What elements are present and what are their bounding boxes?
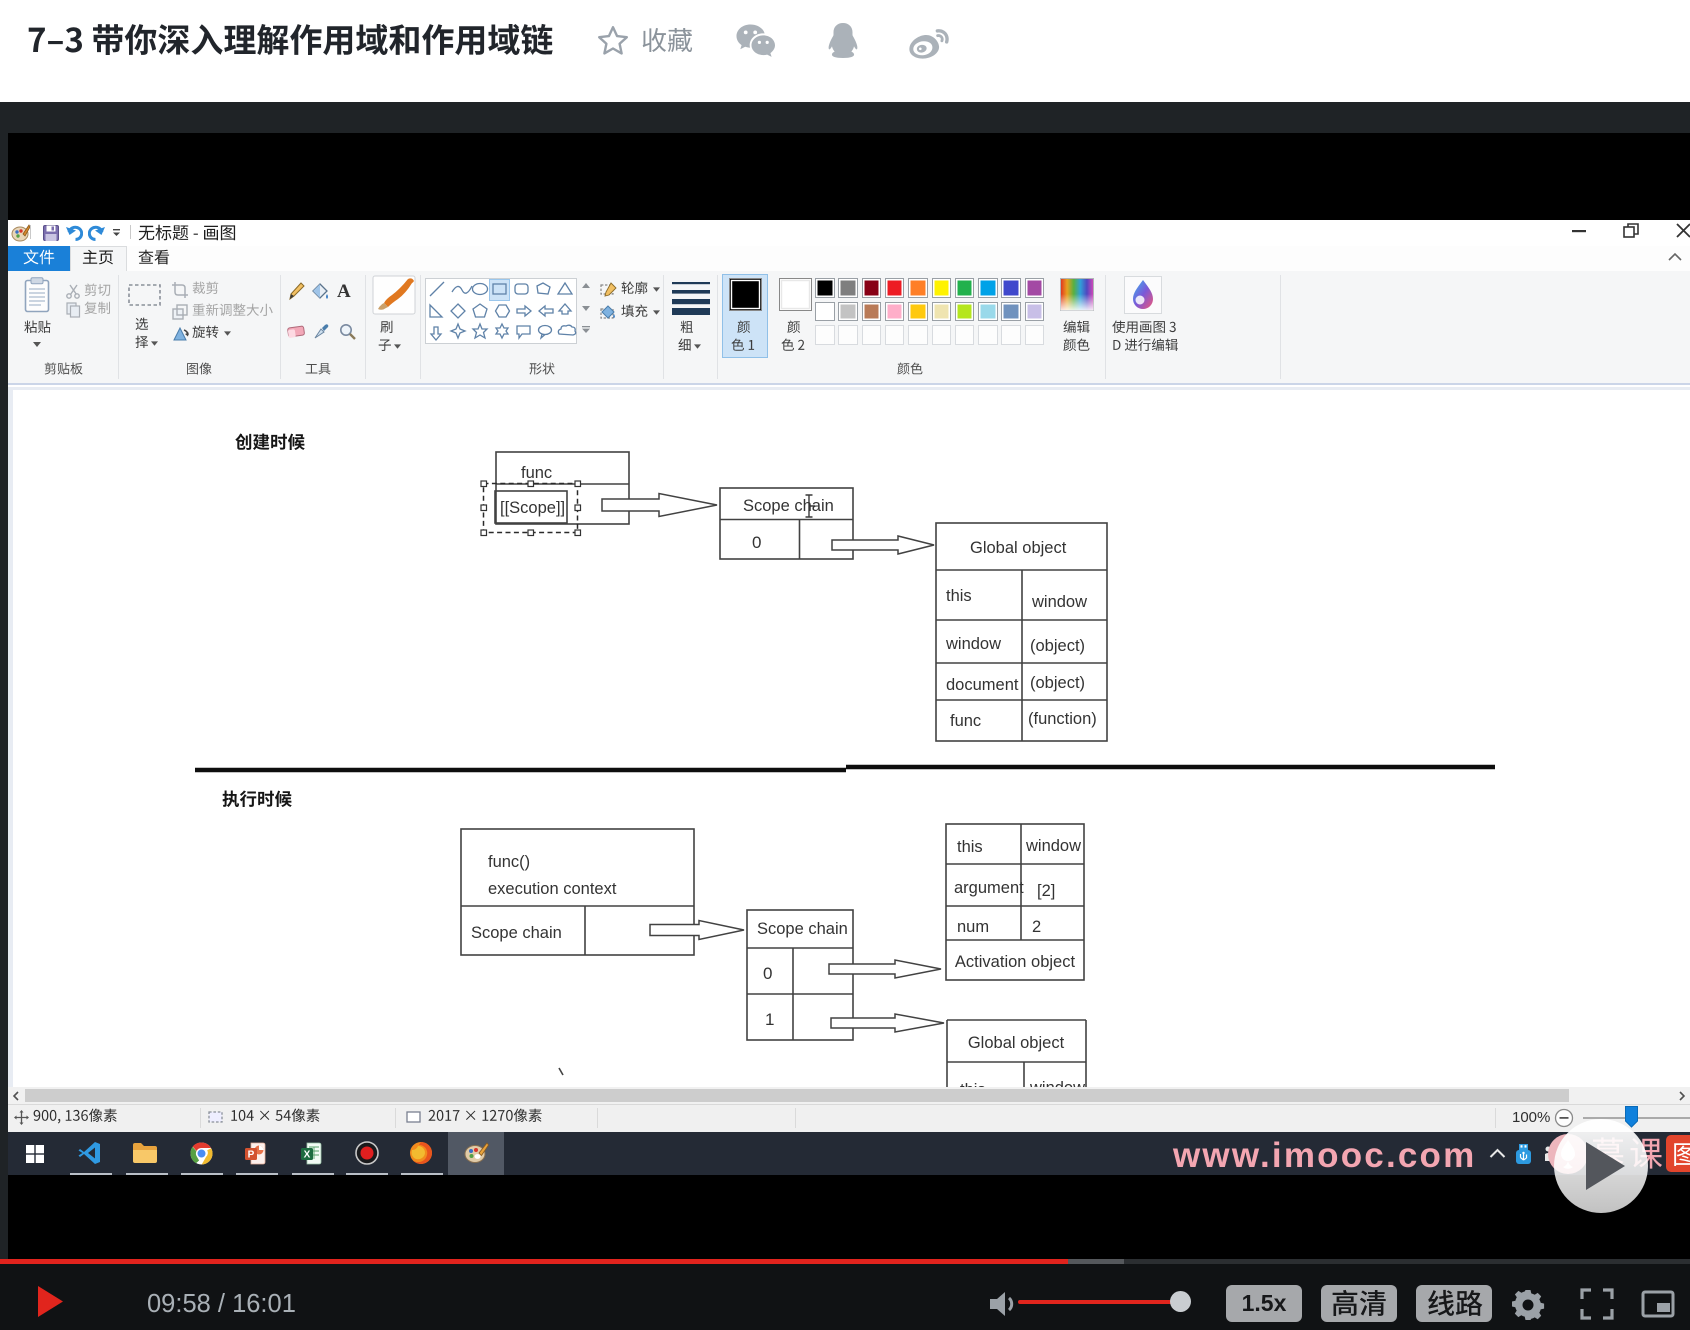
svg-text:execution context: execution context [488, 880, 617, 898]
svg-text:window: window [1025, 837, 1081, 855]
svg-text:P: P [248, 1150, 255, 1161]
svg-text:this: this [957, 838, 983, 856]
svg-text:[[Scope]]: [[Scope]] [500, 499, 565, 517]
svg-text:document: document [946, 676, 1019, 694]
svg-text:Activation object: Activation object [955, 953, 1076, 971]
svg-text:2: 2 [1032, 918, 1041, 936]
svg-text:func(): func() [488, 853, 530, 871]
svg-text:window: window [945, 635, 1001, 653]
svg-text:0: 0 [752, 533, 761, 552]
svg-text:Scope chain: Scope chain [757, 920, 848, 938]
svg-text:Global object: Global object [968, 1034, 1065, 1052]
svg-text:X: X [304, 1150, 311, 1161]
svg-text:window: window [1029, 1079, 1085, 1087]
svg-text:(object): (object) [1030, 674, 1085, 692]
svg-text:[2]: [2] [1037, 882, 1055, 900]
svg-text:argument: argument [954, 879, 1024, 897]
svg-text:Scope chain: Scope chain [471, 924, 562, 942]
svg-text:Scope chain: Scope chain [743, 497, 834, 515]
svg-text:num: num [957, 918, 989, 936]
svg-text:(function): (function) [1028, 710, 1097, 728]
svg-text:this: this [960, 1081, 986, 1087]
svg-text:(object): (object) [1030, 637, 1085, 655]
svg-text:func: func [521, 464, 552, 482]
svg-text:1: 1 [765, 1010, 774, 1029]
svg-text:window: window [1031, 593, 1087, 611]
svg-text:Global object: Global object [970, 539, 1067, 557]
svg-text:this: this [946, 587, 972, 605]
svg-text:func: func [950, 712, 981, 730]
svg-text:0: 0 [763, 964, 772, 983]
